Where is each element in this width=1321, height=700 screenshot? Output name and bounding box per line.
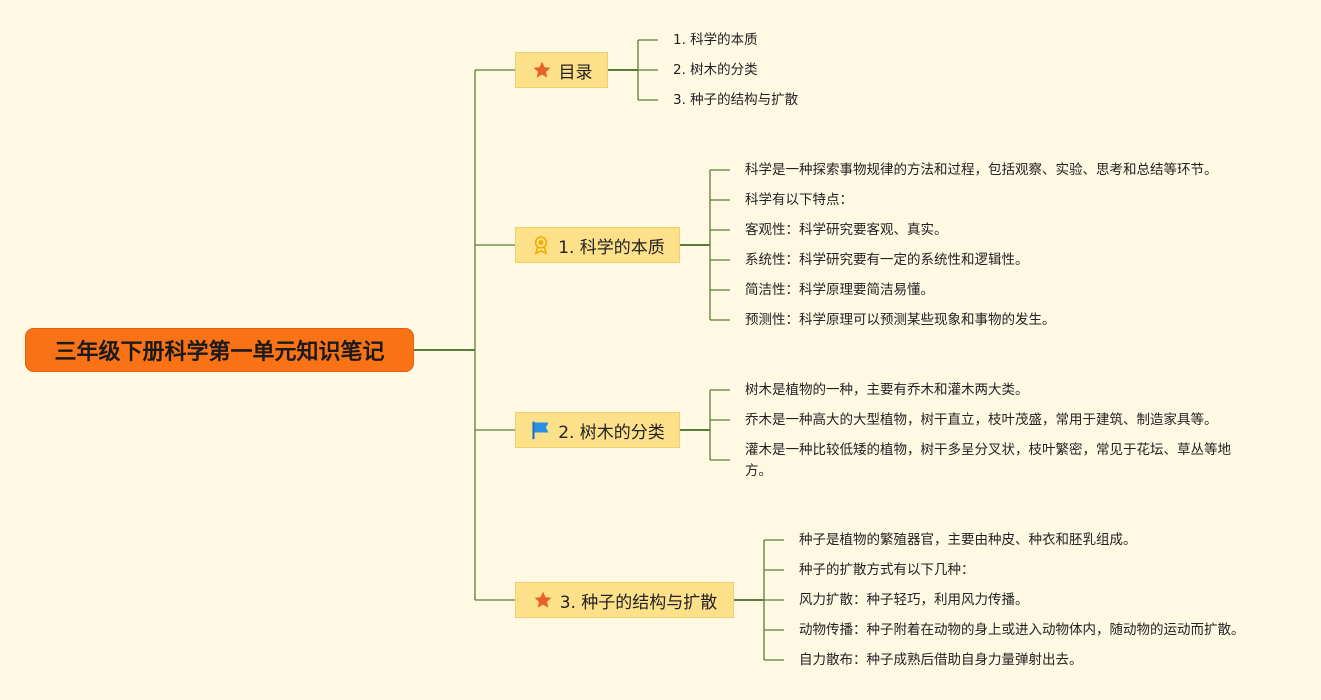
leaf-item[interactable]: 科学是一种探索事物规律的方法和过程，包括观察、实验、思考和总结等环节。 [745, 162, 1218, 178]
leaf-item[interactable]: 种子是植物的繁殖器官，主要由种皮、种衣和胚乳组成。 [799, 532, 1137, 548]
branch-tree-classification[interactable]: 2. 树木的分类 [515, 412, 680, 448]
branch-label: 目录 [558, 62, 593, 83]
star-icon [531, 59, 553, 81]
leaf-item[interactable]: 系统性：科学研究要有一定的系统性和逻辑性。 [745, 252, 1029, 268]
leaf-item[interactable]: 2. 树木的分类 [673, 62, 758, 78]
branch-label: 1. 科学的本质 [558, 237, 665, 258]
leaf-item[interactable]: 1. 科学的本质 [673, 32, 758, 48]
leaf-item[interactable]: 风力扩散：种子轻巧，利用风力传播。 [799, 592, 1029, 608]
branch-nature-of-science[interactable]: 1. 科学的本质 [515, 227, 680, 263]
leaf-item[interactable]: 树木是植物的一种，主要有乔木和灌木两大类。 [745, 382, 1029, 398]
leaf-item[interactable]: 科学有以下特点： [745, 192, 853, 208]
leaf-item[interactable]: 种子的扩散方式有以下几种： [799, 562, 975, 578]
branch-label: 3. 种子的结构与扩散 [559, 592, 718, 613]
flag-icon [530, 419, 552, 441]
star-icon [532, 589, 554, 611]
root-title: 三年级下册科学第一单元知识笔记 [54, 340, 385, 365]
branch-seed-structure[interactable]: 3. 种子的结构与扩散 [515, 582, 734, 618]
leaf-item[interactable]: 3. 种子的结构与扩散 [673, 92, 799, 108]
branch-label: 2. 树木的分类 [558, 422, 665, 443]
leaf-item[interactable]: 简洁性：科学原理要简洁易懂。 [745, 282, 934, 298]
branch-contents[interactable]: 目录 [515, 52, 608, 88]
leaf-item[interactable]: 预测性：科学原理可以预测某些现象和事物的发生。 [745, 312, 1056, 328]
root-topic[interactable]: 三年级下册科学第一单元知识笔记 [25, 328, 414, 372]
leaf-item[interactable]: 乔木是一种高大的大型植物，树干直立，枝叶茂盛，常用于建筑、制造家具等。 [745, 412, 1218, 428]
leaf-item[interactable]: 动物传播：种子附着在动物的身上或进入动物体内，随动物的运动而扩散。 [799, 622, 1245, 638]
leaf-item[interactable]: 客观性：科学研究要客观、真实。 [745, 222, 948, 238]
leaf-item[interactable]: 自力散布：种子成熟后借助自身力量弹射出去。 [799, 652, 1083, 668]
leaf-item[interactable]: 灌木是一种比较低矮的植物，树干多呈分叉状，枝叶繁密，常见于花坛、草丛等地方。 [745, 442, 1231, 479]
medal-icon [530, 234, 552, 256]
